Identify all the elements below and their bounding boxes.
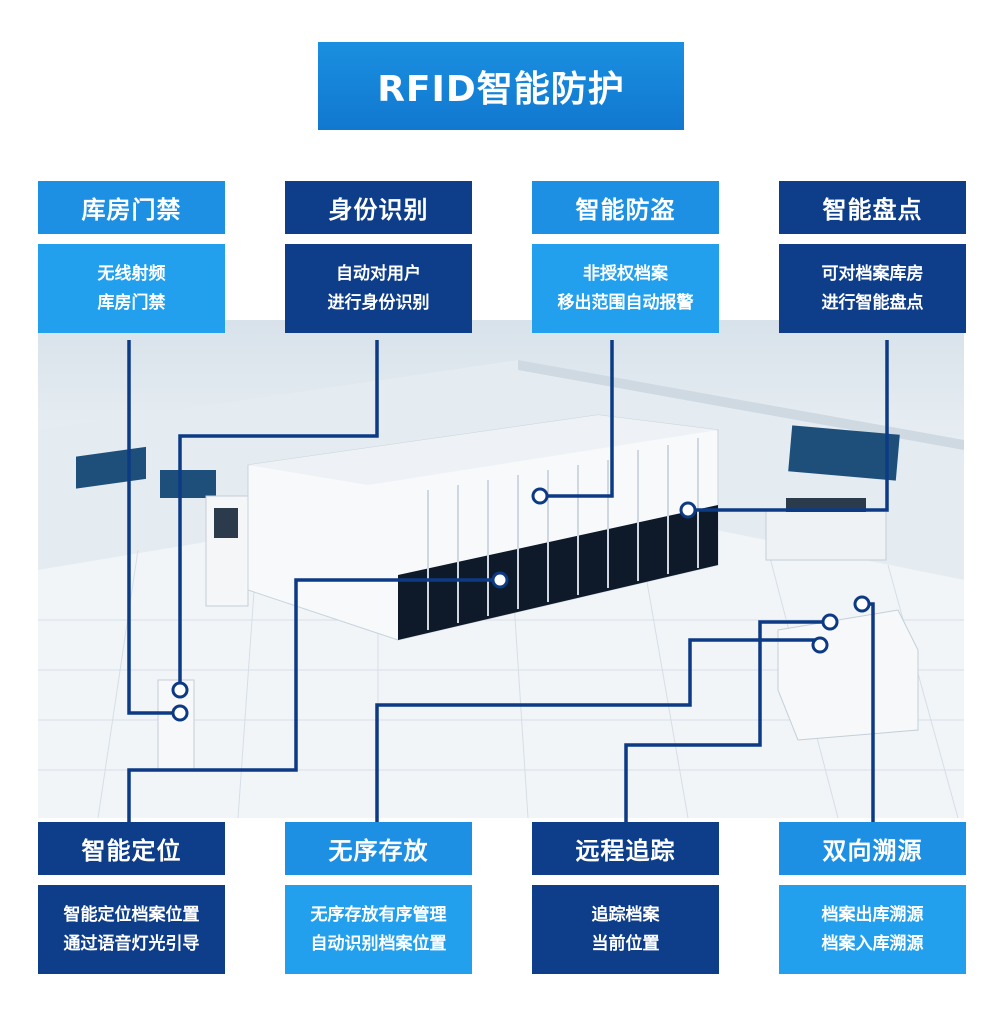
page-title: RFID智能防护 [318,42,684,130]
archive-room-drawing [38,360,964,818]
feature-card-desc-line: 追踪档案 [591,904,660,925]
feature-card-inventory: 智能盘点 可对档案库房 进行智能盘点 [779,181,966,333]
feature-card-identity: 身份识别 自动对用户 进行身份识别 [285,181,472,333]
feature-card-remote-tracking: 远程追踪 追踪档案 当前位置 [532,822,719,974]
feature-card-desc: 自动对用户 进行身份识别 [285,244,472,333]
feature-card-desc-line: 无线射频 [97,263,166,284]
feature-card-desc-line: 非授权档案 [583,263,668,284]
feature-card-title: 双向溯源 [779,822,966,875]
feature-card-traceability: 双向溯源 档案出库溯源 档案入库溯源 [779,822,966,974]
feature-card-desc: 无序存放有序管理 自动识别档案位置 [285,885,472,974]
feature-card-desc-line: 档案入库溯源 [821,933,924,954]
feature-card-desc-line: 可对档案库房 [821,263,924,284]
feature-card-unordered-storage: 无序存放 无序存放有序管理 自动识别档案位置 [285,822,472,974]
feature-card-desc-line: 智能定位档案位置 [63,904,200,925]
feature-card-desc-line: 当前位置 [591,933,660,954]
feature-card-title: 智能防盗 [532,181,719,234]
feature-card-desc: 无线射频 库房门禁 [38,244,225,333]
feature-card-positioning: 智能定位 智能定位档案位置 通过语音灯光引导 [38,822,225,974]
feature-card-desc: 可对档案库房 进行智能盘点 [779,244,966,333]
feature-card-title: 智能盘点 [779,181,966,234]
feature-card-desc: 档案出库溯源 档案入库溯源 [779,885,966,974]
feature-card-title: 身份识别 [285,181,472,234]
feature-card-desc-line: 移出范围自动报警 [557,292,694,313]
feature-card-title: 无序存放 [285,822,472,875]
feature-card-desc-line: 进行身份识别 [327,292,430,313]
feature-card-desc-line: 自动识别档案位置 [310,933,447,954]
archive-room-illustration [38,320,964,818]
feature-card-desc-line: 进行智能盘点 [821,292,924,313]
feature-card-anti-theft: 智能防盗 非授权档案 移出范围自动报警 [532,181,719,333]
feature-card-desc-line: 通过语音灯光引导 [63,933,200,954]
feature-card-access-control: 库房门禁 无线射频 库房门禁 [38,181,225,333]
feature-card-title: 远程追踪 [532,822,719,875]
feature-card-desc-line: 库房门禁 [97,292,166,313]
feature-card-desc-line: 档案出库溯源 [821,904,924,925]
feature-card-title: 智能定位 [38,822,225,875]
feature-card-desc: 智能定位档案位置 通过语音灯光引导 [38,885,225,974]
feature-card-desc: 追踪档案 当前位置 [532,885,719,974]
feature-card-desc-line: 无序存放有序管理 [310,904,447,925]
feature-card-desc: 非授权档案 移出范围自动报警 [532,244,719,333]
feature-card-desc-line: 自动对用户 [336,263,421,284]
feature-card-title: 库房门禁 [38,181,225,234]
